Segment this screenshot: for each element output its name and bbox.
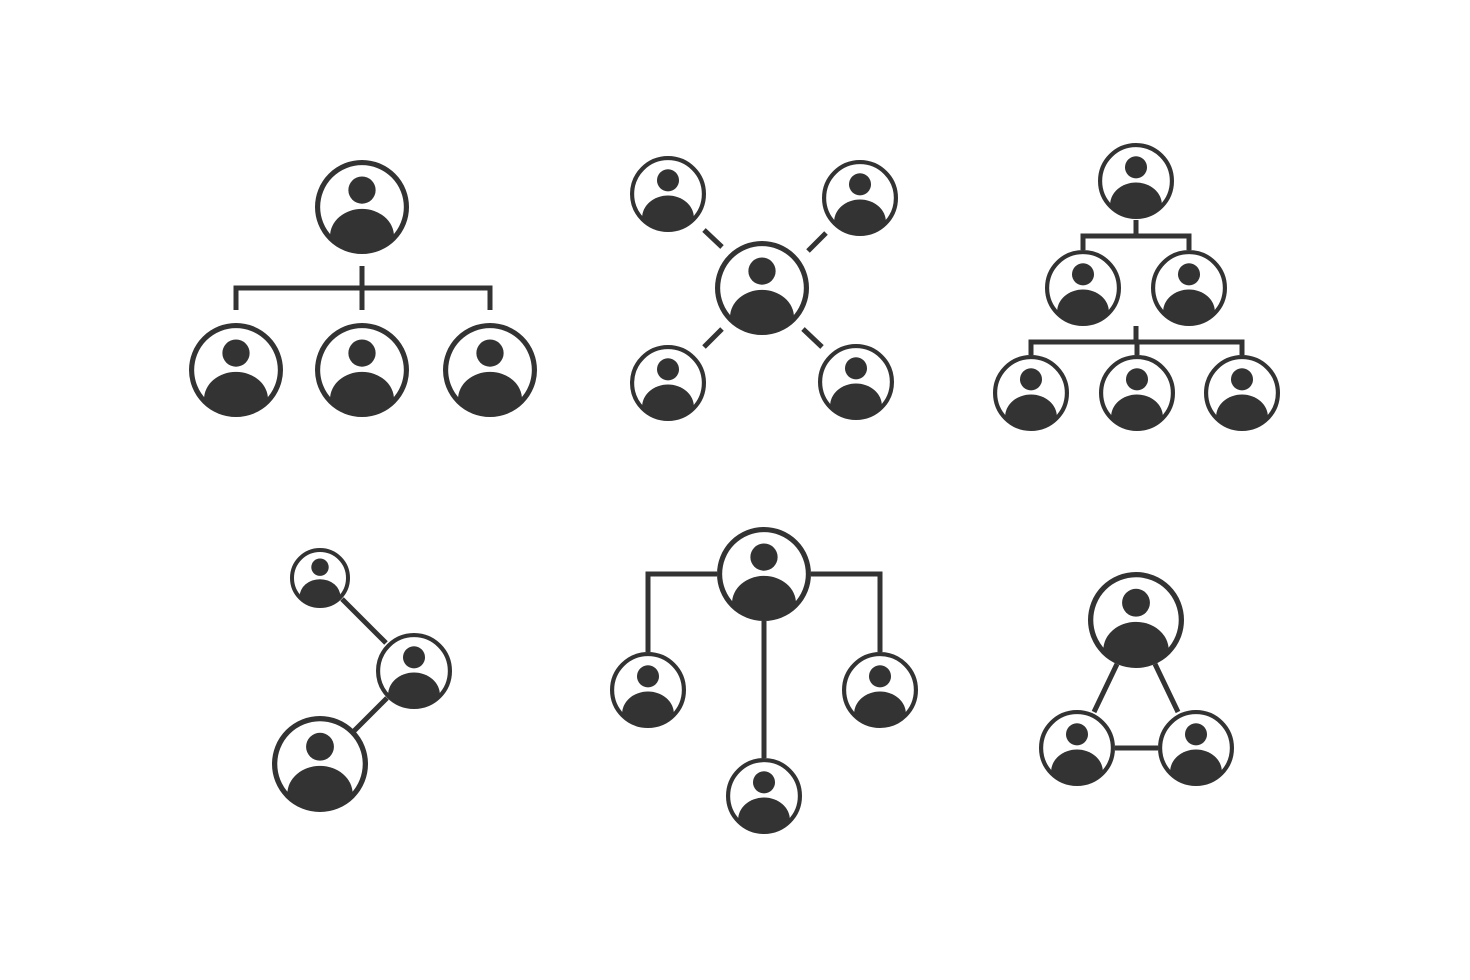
share-chain-icon	[272, 548, 452, 813]
avatar-head	[848, 173, 872, 196]
person-avatar-icon	[375, 633, 452, 710]
connector	[702, 228, 828, 349]
person-avatar-icon	[1157, 710, 1234, 787]
pyramid-hierarchy-icon	[993, 142, 1280, 431]
person-avatar-icon	[188, 322, 283, 417]
person-avatar-icon	[610, 652, 687, 729]
connector	[1028, 220, 1245, 355]
avatar-head	[868, 665, 892, 688]
person-avatar-icon	[993, 354, 1070, 431]
avatar-head	[311, 558, 329, 576]
avatar-head	[402, 646, 426, 669]
person-avatar-icon	[272, 716, 369, 813]
avatar-head	[1177, 263, 1201, 286]
avatar-head	[348, 339, 376, 367]
connector	[233, 266, 493, 310]
person-avatar-icon	[442, 322, 537, 417]
avatar-head	[476, 339, 504, 367]
connector	[1091, 662, 1181, 751]
avatar-head	[1230, 368, 1254, 391]
person-avatar-icon	[1098, 354, 1175, 431]
avatar-head	[1124, 156, 1148, 179]
avatar-head	[656, 358, 680, 381]
person-avatar-icon	[717, 527, 812, 622]
connector	[340, 597, 389, 733]
hub-network-x-icon	[630, 155, 899, 421]
avatar-head	[656, 169, 680, 192]
person-avatar-icon	[290, 548, 350, 608]
person-avatar-icon	[726, 758, 803, 835]
avatar-head	[748, 257, 776, 285]
person-avatar-icon	[630, 344, 707, 421]
person-avatar-icon	[822, 159, 899, 236]
avatar-head	[1019, 368, 1043, 391]
avatar-head	[306, 732, 334, 761]
avatar-head	[636, 665, 660, 688]
avatar-head	[752, 771, 776, 794]
person-avatar-icon	[715, 240, 810, 335]
avatar-head	[1071, 263, 1095, 286]
connector	[645, 571, 883, 758]
person-avatar-icon	[1097, 142, 1174, 219]
person-avatar-icon	[1038, 710, 1115, 787]
triangle-team-icon	[1038, 572, 1234, 787]
person-avatar-icon	[1203, 354, 1280, 431]
person-avatar-icon	[314, 159, 409, 254]
avatar-head	[348, 176, 376, 204]
org-chart-one-to-three-icon	[188, 159, 537, 417]
avatar-head	[750, 543, 778, 571]
person-avatar-icon	[1044, 249, 1121, 326]
person-avatar-icon	[842, 652, 919, 729]
avatar-head	[1065, 723, 1089, 746]
avatar-head	[1125, 368, 1149, 391]
avatar-head	[1184, 723, 1208, 746]
person-avatar-icon	[1088, 572, 1185, 669]
person-avatar-icon	[818, 343, 895, 420]
avatar-head	[222, 339, 250, 367]
person-avatar-icon	[1150, 249, 1227, 326]
tree-one-to-three-icon	[610, 527, 919, 835]
avatar-head	[844, 357, 868, 380]
person-avatar-icon	[314, 322, 409, 417]
person-avatar-icon	[630, 155, 707, 232]
avatar-head	[1122, 588, 1150, 617]
